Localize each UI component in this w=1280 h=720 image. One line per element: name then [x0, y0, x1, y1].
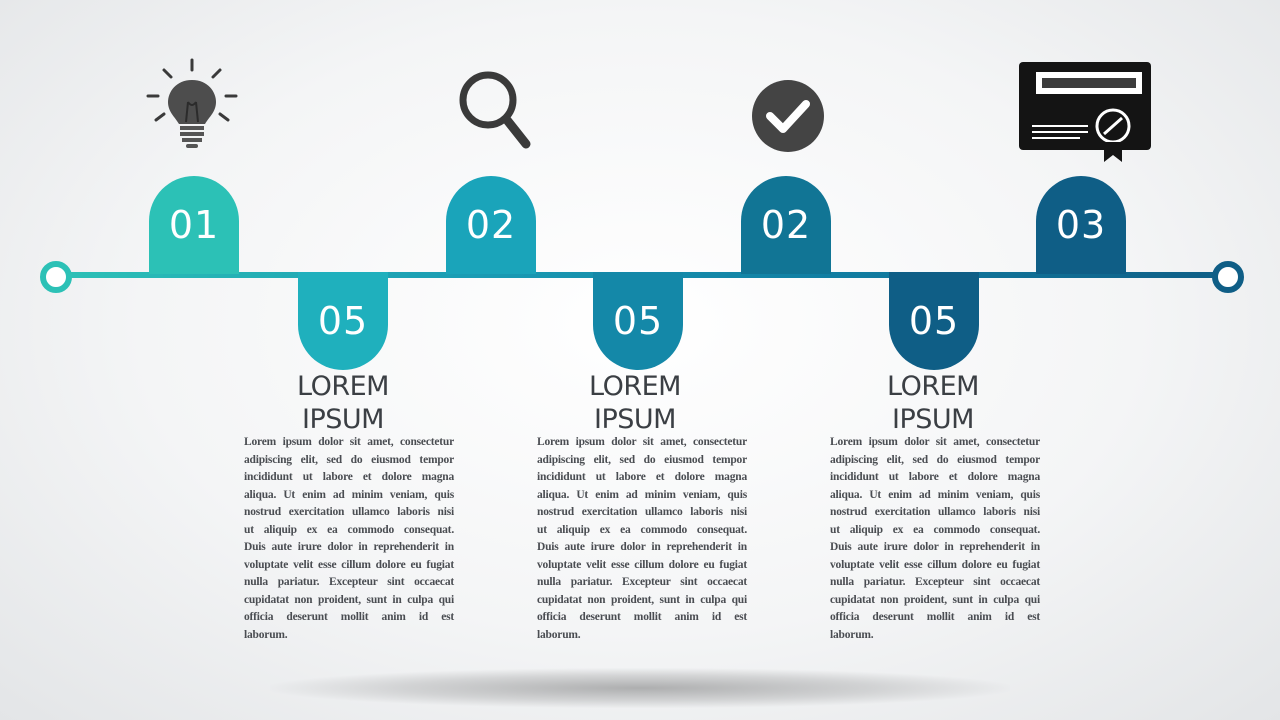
- certificate-icon: [1019, 62, 1151, 162]
- step-description: Lorem ipsum dolor sit amet, consectetur …: [830, 436, 1040, 641]
- step-number: 05: [612, 299, 664, 343]
- step-tab-top-1: 01: [149, 176, 239, 274]
- step-description: Lorem ipsum dolor sit amet, consectetur …: [537, 436, 747, 641]
- floor-shadow: [270, 668, 1010, 708]
- step-tab-bottom-3: 05: [889, 272, 979, 370]
- step-heading: LOREM IPSUM: [297, 371, 389, 435]
- step-number: 03: [1055, 203, 1107, 247]
- step-heading: LOREM IPSUM: [589, 371, 681, 435]
- step-tab-top-2: 02: [446, 176, 536, 274]
- lightbulb-icon: [146, 58, 238, 148]
- step-tab-top-3: 02: [741, 176, 831, 274]
- step-tab-bottom-2: 05: [593, 272, 683, 370]
- step-description: Lorem ipsum dolor sit amet, consectetur …: [244, 436, 454, 641]
- magnifier-icon: [459, 71, 531, 149]
- step-tab-top-4: 03: [1036, 176, 1126, 274]
- step-number: 01: [168, 203, 220, 247]
- step-number: 02: [465, 203, 517, 247]
- step-number: 05: [908, 299, 960, 343]
- step-number: 02: [760, 203, 812, 247]
- step-heading: LOREM IPSUM: [887, 371, 979, 435]
- step-tab-bottom-1: 05: [298, 272, 388, 370]
- checkmark-icon: [752, 80, 824, 152]
- step-number: 05: [317, 299, 369, 343]
- timeline-start-node: [40, 261, 72, 293]
- timeline-end-node: [1212, 261, 1244, 293]
